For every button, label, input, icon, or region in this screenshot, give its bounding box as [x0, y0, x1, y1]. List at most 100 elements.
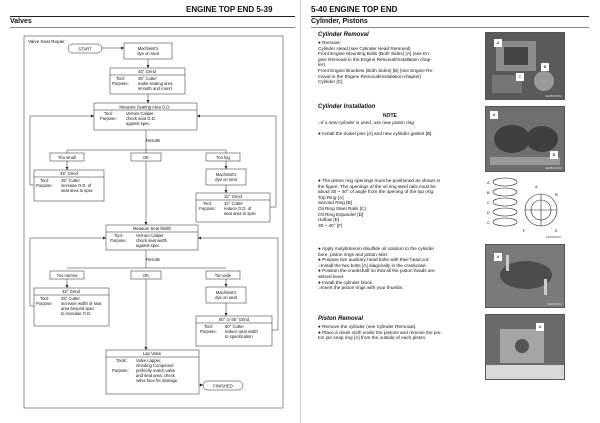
grind-60-purpose-2: to specification [225, 334, 253, 339]
cylinder-installation-title: Cylinder Installation [318, 104, 376, 110]
start-oval [67, 43, 103, 54]
grind-60-tool-value: 60° Cutter [225, 324, 245, 329]
photo-tag: B [541, 63, 549, 71]
left-page-header: ENGINE TOP END 5-39 [186, 5, 273, 14]
measure-width-purpose-label: Purpose: [110, 238, 127, 243]
svg-text:C: C [487, 220, 490, 225]
note-line: ○If a new cylinder is used, use new pist… [318, 120, 416, 125]
grind-45-small-tool-label: Tool: [40, 178, 49, 183]
cylinder-removal-text: ● Remove: Cylinder Head (see Cylinder He… [318, 40, 478, 85]
grind-60-purpose-label: Purpose: [200, 329, 217, 334]
measure-od-title: Measure Seating Area O.D. [119, 105, 170, 110]
installation-line: ● Apply molybdenum disulfide oil solutio… [318, 246, 435, 251]
grind-60-title: 60° or 55° Grind [219, 317, 250, 322]
removal-line: ● Remove: [318, 40, 341, 45]
right-section-title: Cylinder, Pistons [311, 18, 368, 25]
photo-tag: B [550, 151, 558, 159]
installation-line: bore, piston rings and piston skirt. [318, 251, 389, 257]
photo-tag: A [494, 39, 502, 47]
photo-tag: C [516, 73, 524, 81]
lap-tools-1: Valve Lapper, [136, 358, 161, 363]
cylinder-removal-title: Cylinder Removal [318, 32, 369, 38]
measure-od-purpose-1: check seat O.D. [126, 116, 156, 121]
svg-text:A: A [487, 180, 490, 185]
note-text: ○If a new cylinder is used, use new pist… [318, 120, 478, 126]
grind-45-narrow-title: 45° Grind [62, 289, 80, 294]
start-label: START [78, 47, 92, 52]
grind-45-narrow-tool-label: Tool: [40, 296, 49, 301]
right-section-rule [311, 27, 589, 28]
measure-od-purpose-label: Purpose: [100, 116, 117, 121]
piston-line: ton pin snap ring [A] from the outside o… [318, 335, 427, 341]
figure-code: GE08020S1 [546, 302, 562, 306]
photo-tag: A [494, 253, 502, 261]
measure-width-tool-value: Vernier Caliper [136, 233, 164, 238]
measure-od-box [93, 102, 198, 131]
flowchart-title: Valve Seat Repair [28, 39, 65, 44]
piston-line: ● Place a clean cloth under the pistons … [318, 329, 442, 335]
machinist-2-line-1: Machinist's [216, 172, 237, 177]
grind-32-tool-label: Tool: [203, 201, 212, 206]
lap-tools-label: Tools: [116, 358, 127, 363]
right-page-header: 5-40 ENGINE TOP END [311, 5, 398, 14]
installation-line: Top Ring [A] [318, 194, 344, 200]
installation-line: about 30 ~ 40° of angle from the opening… [318, 189, 435, 195]
grind-45-top-tool-value: 45° Cutter [138, 76, 158, 81]
results-1-label: Results [146, 138, 160, 143]
grind-32-purpose-1: reduce O.D. of [224, 206, 252, 211]
svg-text:E: E [555, 228, 558, 233]
grind-60-tool-label: Tool: [204, 324, 213, 329]
too-wide-label: Too wide [215, 273, 232, 278]
installation-line: Hollow [E] [318, 217, 340, 223]
grind-45-top-purpose-2: smooth and round [138, 86, 172, 91]
measure-width-title: Measure Seat Width [133, 226, 172, 231]
grind-32-purpose-2: seat area to spec [224, 211, 256, 216]
installation-line: ● Position the crankshaft so that all th… [318, 268, 435, 274]
ok-2-label: OK [143, 273, 149, 278]
grind-45-top-tool-label: Tool: [116, 76, 125, 81]
cylinder-removal-photo: A B C GE080000S1 [485, 32, 565, 100]
piston-graphic [486, 315, 564, 379]
grind-45-top-box [109, 67, 186, 95]
installation-line: Oil Ring Expander [D] [318, 211, 364, 217]
piston-removal-text: ● Remove the cylinder (see Cylinder Remo… [318, 324, 478, 341]
grind-45-small-box [33, 169, 105, 202]
grind-32-tool-value: 32° Cutter [224, 201, 244, 206]
finished-oval [202, 380, 244, 391]
svg-text:D: D [487, 210, 490, 215]
lap-purpose-label: Purpose: [112, 368, 129, 373]
removal-line: Cylinder [C] [318, 79, 343, 85]
grind-60-purpose-1: reduce seat width [225, 329, 258, 334]
removal-line: gine Removal in the Engine Removal/Insta… [318, 56, 432, 62]
lap-purpose-1: perfectly match valve [136, 368, 176, 373]
installation-line: the figure. The openings of the oil ring… [318, 183, 436, 189]
results-2-label: Results [146, 257, 160, 262]
machinist-1-line-1: Machinist's [138, 46, 159, 51]
grind-45-small-purpose-2: seat area to spec [61, 188, 93, 193]
note-title: NOTE [383, 113, 397, 119]
svg-text:B: B [555, 192, 558, 197]
installation-text-3: ● Apply molybdenum disulfide oil solutio… [318, 246, 478, 291]
grind-45-top-purpose-1: make seating area [138, 81, 173, 86]
installation-line: ● Install the cylinder block. [318, 279, 374, 285]
measure-od-tool-label: Tool: [104, 111, 113, 116]
svg-text:C: C [487, 200, 490, 205]
ok-1-label: OK [143, 155, 149, 160]
installation-line: ○Insert the piston rings with your thumb… [318, 285, 404, 291]
left-page [300, 0, 301, 423]
left-header-rule [10, 16, 295, 17]
grind-45-narrow-purpose-3: to increase O.D. [61, 311, 91, 316]
grind-45-narrow-purpose-1: increase width of seat [61, 301, 102, 306]
cylinder-gasket-graphic [486, 107, 564, 171]
piston-snap-ring-photo: A GE08030S1 [485, 314, 565, 380]
too-wide-box [205, 270, 241, 280]
piston-removal-title: Piston Removal [318, 316, 364, 322]
removal-line: ter) [318, 62, 326, 68]
grind-45-small-purpose-1: increase O.D. of [61, 183, 92, 188]
installation-line: ● The piston ring openings must be posit… [318, 178, 441, 183]
lap-tools-2: Grinding Compound [136, 363, 174, 368]
photo-tag: A [490, 111, 498, 119]
grind-45-small-title: 45° Grind [60, 171, 78, 176]
